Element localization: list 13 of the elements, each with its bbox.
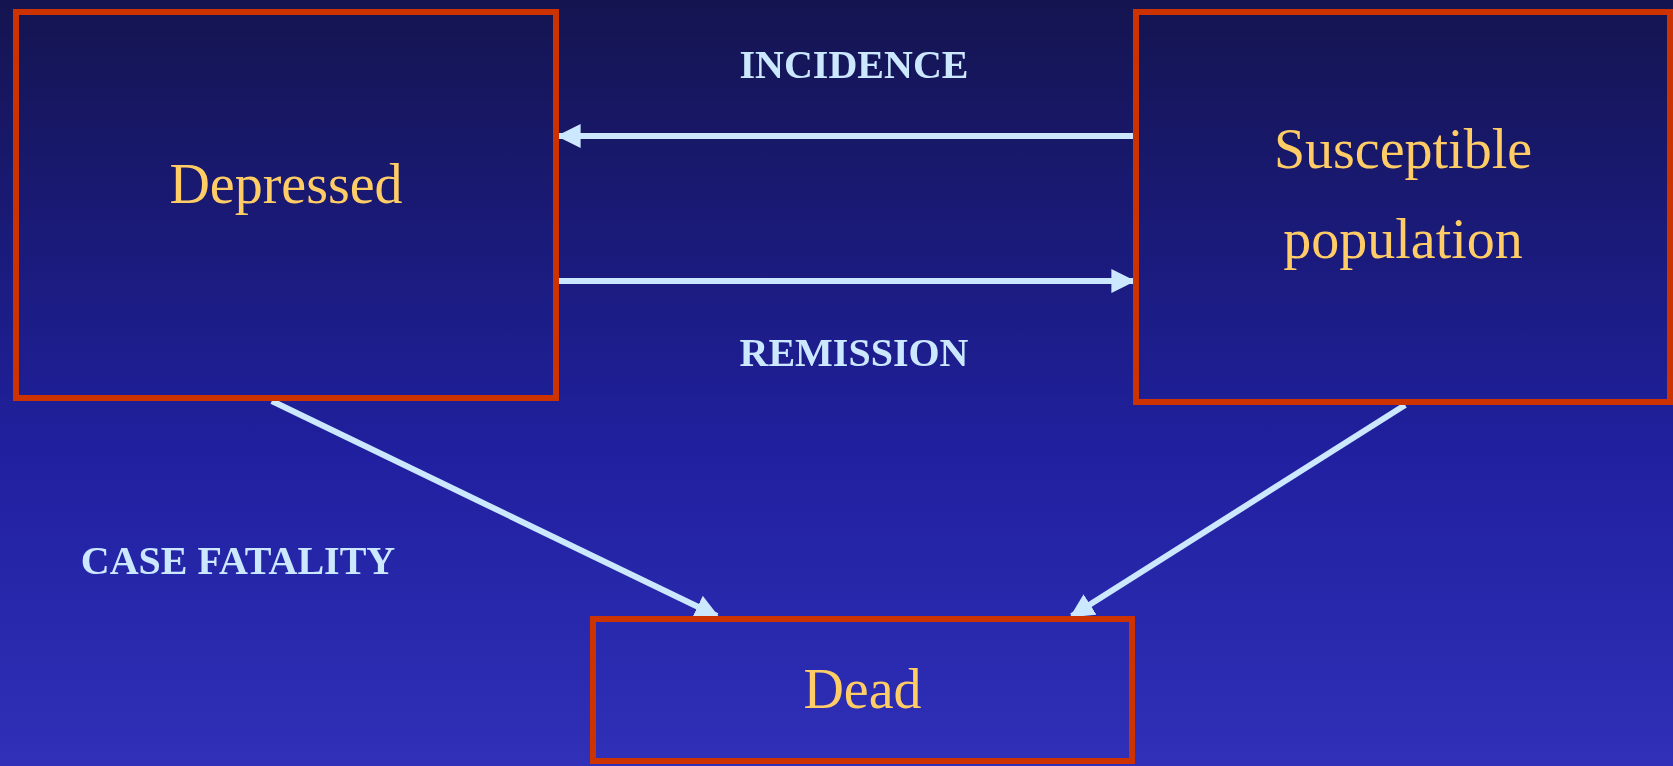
state-box	[13, 9, 559, 401]
box-label: Susceptible population	[1272, 117, 1534, 272]
edge-label: INCIDENCE	[739, 40, 969, 88]
arrow	[1069, 402, 1407, 619]
box-label: Depressed	[168, 152, 404, 217]
edge-label: CASE FATALITY	[80, 536, 396, 584]
edge-label: REMISSION	[739, 328, 969, 376]
arrow	[556, 124, 1133, 148]
arrow	[270, 398, 720, 619]
state-box	[590, 616, 1135, 764]
box-label: Dead	[802, 657, 923, 723]
arrow	[559, 269, 1136, 294]
state-box	[1133, 9, 1673, 405]
